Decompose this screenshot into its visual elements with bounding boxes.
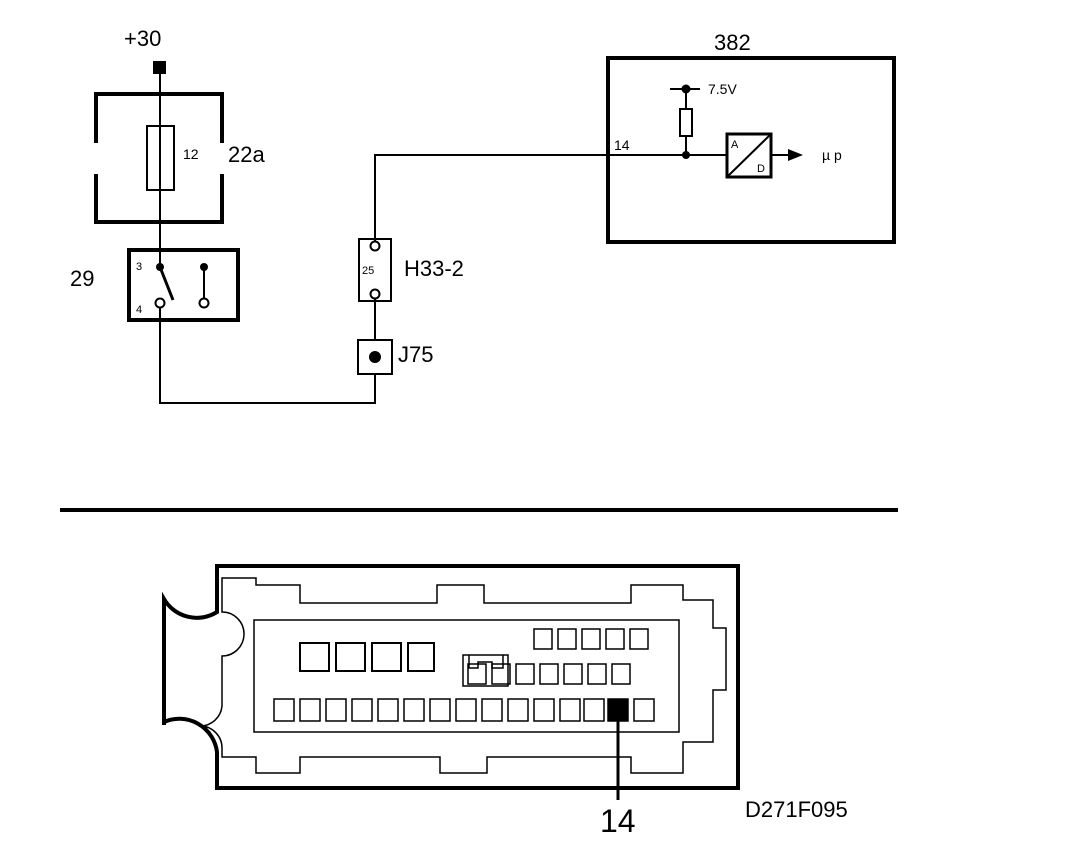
pin-row-2 — [467, 663, 631, 685]
signal-node — [682, 151, 690, 159]
fuse-number: 12 — [183, 146, 199, 162]
relay-box — [127, 248, 240, 322]
connector-inner-contour — [199, 577, 727, 774]
connector-pin-top — [369, 240, 381, 252]
supply-terminal — [153, 61, 166, 74]
junction-label: J75 — [398, 342, 433, 367]
relay-contact-bottom — [154, 297, 166, 309]
relay-label: 29 — [70, 266, 94, 291]
large-cavities — [299, 642, 435, 672]
connector-label: H33-2 — [404, 256, 464, 281]
fuse-box-label: 22a — [228, 142, 265, 167]
ecu-label: 382 — [714, 30, 751, 55]
connector-pin-number: 25 — [362, 265, 374, 277]
relay-pin-bottom: 4 — [136, 304, 142, 316]
connector-pin-bottom — [369, 288, 381, 300]
connector-housing — [162, 564, 740, 790]
pin-row-1 — [533, 628, 649, 650]
signal-wire — [374, 154, 726, 241]
connector-face-view: 14 D271F095 — [162, 564, 848, 839]
ground-wire — [159, 308, 376, 404]
arrow-icon — [788, 149, 803, 161]
pin-row-3 — [273, 698, 655, 722]
pullup-resistor — [679, 108, 693, 137]
junction-dot — [369, 351, 381, 363]
fuse-box — [94, 92, 224, 224]
adc-label-d: D — [757, 163, 765, 175]
adc-label-a: A — [731, 139, 739, 151]
relay-switch-blade — [158, 266, 175, 301]
relay-contact-bottom-2 — [198, 297, 210, 309]
relay-pin-top: 3 — [136, 261, 142, 273]
micro-label: µ p — [822, 147, 842, 163]
highlighted-pin-14 — [607, 698, 629, 722]
supply-label: +30 — [124, 26, 161, 51]
ecu-pin-label: 14 — [614, 137, 630, 153]
pin-field — [253, 619, 680, 733]
ecu-box — [606, 56, 896, 244]
pin-callout-label: 14 — [600, 803, 636, 839]
reference-voltage: 7.5V — [708, 81, 737, 97]
keying-cavity — [462, 654, 509, 687]
schematic: +30 12 22a 29 3 4 J75 — [70, 26, 896, 404]
figure-code: D271F095 — [745, 797, 848, 822]
